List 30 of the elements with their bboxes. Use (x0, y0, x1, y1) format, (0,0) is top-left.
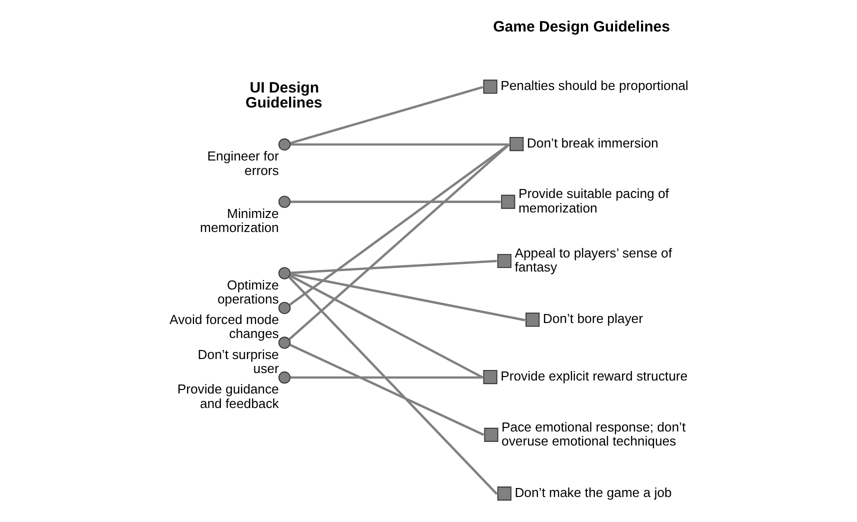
node-label: Don’t bore player (542, 311, 643, 326)
node-label: Minimize memorization (200, 206, 279, 236)
node-label: Don’t surprise user (198, 346, 279, 376)
connector (290, 200, 501, 203)
node-label: Provide guidance and feedback (177, 382, 279, 411)
node-label: Optimize operations (217, 277, 279, 306)
node-label: Appeal to players’ sense of fantasy (514, 245, 672, 275)
node-circle (278, 138, 291, 151)
node-circle (278, 267, 291, 280)
node-label: Don’t make the game a job (514, 485, 672, 500)
node-circle (278, 302, 291, 314)
node-label: Pace emotional response; don’t overuse emotional techniques (502, 419, 686, 448)
connector (290, 273, 526, 322)
connector (290, 376, 483, 379)
node-label: Engineer for errors (207, 148, 279, 178)
label: Game Design Guidelines (493, 18, 670, 36)
node-circle (278, 196, 291, 208)
node-label: Provide explicit reward structure (500, 368, 688, 384)
label: UI Design Guidelines (246, 80, 322, 112)
connector (290, 86, 484, 144)
node-label: Avoid forced mode changes (170, 312, 279, 342)
node-circle (278, 336, 291, 349)
node-label: Provide suitable pacing of memorization (518, 186, 669, 216)
connector (289, 344, 484, 436)
node-label: Don’t break immersion (526, 136, 658, 150)
connector (289, 274, 484, 379)
connector (290, 143, 510, 146)
connector (290, 260, 497, 274)
node-label: Penalties should be proportional (500, 78, 688, 94)
node-circle (278, 371, 291, 384)
